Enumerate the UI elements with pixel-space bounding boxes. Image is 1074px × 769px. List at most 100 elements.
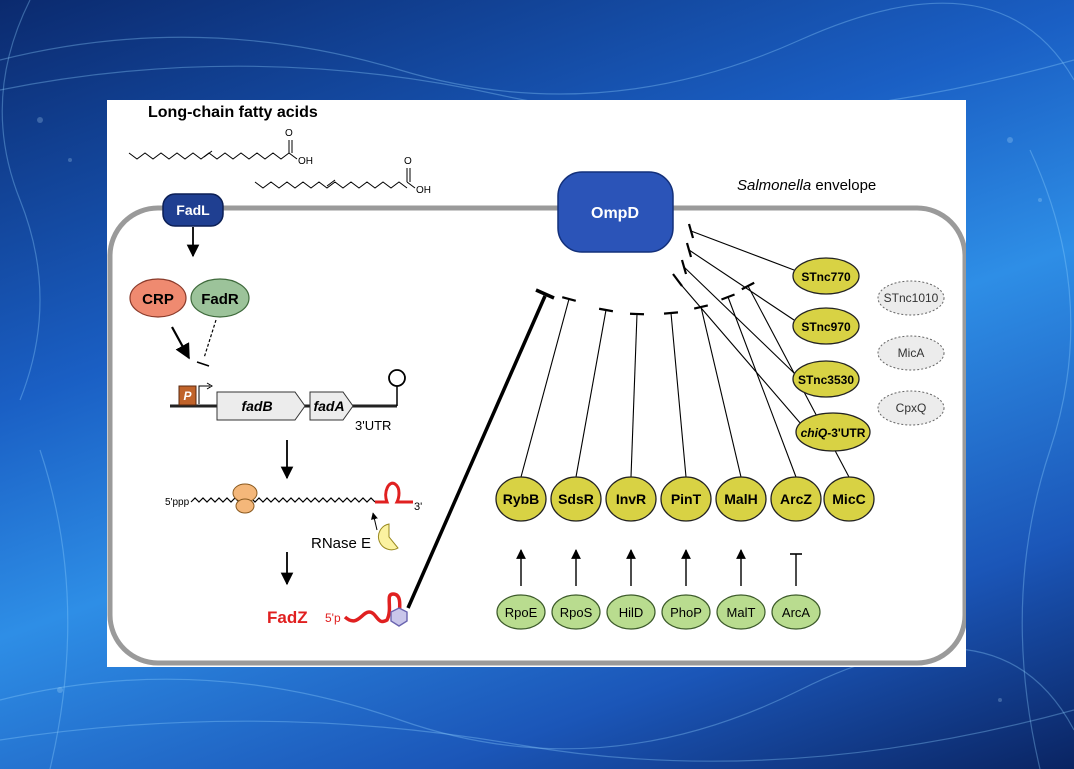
repression-line-arcz <box>727 296 797 478</box>
rnase-e-icon <box>377 523 399 551</box>
fadr-label: FadR <box>201 291 239 308</box>
repression-bar-invr <box>629 312 645 316</box>
envelope-label: Salmonella envelope <box>737 177 876 194</box>
inactive-srna-label-mica: MicA <box>898 346 925 360</box>
fad-operon: P fadB fadA 3'UTR <box>170 369 406 433</box>
factor-label-malt: MalT <box>727 605 756 620</box>
inactive-srna-label-cpxq: CpxQ <box>896 401 927 415</box>
repression-line-stnc3530 <box>683 266 795 374</box>
fada-label: fadA <box>313 398 344 414</box>
diagram-panel: Long-chain fatty acids O OH O OH Salmone… <box>107 100 966 667</box>
repression-bar-malh <box>693 304 709 310</box>
srna-stnc3530 <box>792 360 860 398</box>
repression-bar <box>685 242 693 258</box>
crp-activation-arrow <box>171 326 190 360</box>
repression-bar-sdsr <box>598 307 614 313</box>
fadl-label: FadL <box>176 202 210 218</box>
srna-repression-lines <box>520 223 850 478</box>
repression-line-sdsr <box>575 309 607 478</box>
title: Long-chain fatty acids <box>148 104 318 121</box>
inactive-srna-stnc1010 <box>877 280 945 316</box>
promoter-label: P <box>183 389 192 403</box>
repression-bar-pint <box>663 311 679 315</box>
oxygen-label: O <box>285 128 293 139</box>
factor-hild <box>606 594 656 630</box>
srna-sdsr <box>550 476 602 522</box>
repression-line-malh <box>700 306 742 478</box>
mrna-three-prime-label: 3' <box>414 501 422 513</box>
fadr-repression-line <box>203 319 217 359</box>
hydroxyl-label: OH <box>416 185 431 196</box>
srna-label-stnc970: STnc970 <box>801 320 851 334</box>
rnase-cleavage-arrow <box>371 512 378 531</box>
mrna-five-prime-label: 5'ppp <box>165 497 190 508</box>
fada-gene <box>309 391 354 421</box>
repression-line-chiq <box>676 279 802 425</box>
hydroxyl-label: OH <box>298 156 313 167</box>
crp-regulator <box>129 278 187 318</box>
cell-envelope <box>107 205 966 666</box>
repression-line-rybb <box>520 298 570 478</box>
srna-stnc770 <box>792 257 860 295</box>
repression-line-stnc970 <box>688 249 795 321</box>
fadz-regulation-diagram: Long-chain fatty acids O OH O OH Salmone… <box>107 104 966 666</box>
repression-line-stnc770 <box>690 230 795 271</box>
srna-label-stnc770: STnc770 <box>801 270 851 284</box>
srna-label-malh: MalH <box>724 491 757 507</box>
srna-label-chiq-3utr: chiQ-3'UTR <box>801 426 866 440</box>
factor-label-arca: ArcA <box>782 605 811 620</box>
srna-malh <box>715 476 767 522</box>
repression-line-invr <box>630 313 638 478</box>
repression-bar-micc <box>741 281 755 291</box>
fadz-five-prime-label: 5'p <box>325 611 341 625</box>
srna-label-invr: InvR <box>616 491 646 507</box>
promoter-box <box>178 385 197 406</box>
srna-micc <box>823 476 875 522</box>
srna-label-arcz: ArcZ <box>780 491 812 507</box>
srna-label-pint: PinT <box>671 491 702 507</box>
hfq-icon <box>390 607 408 627</box>
fadz-srna <box>343 592 402 624</box>
fatty-acid-1: O OH <box>128 128 313 167</box>
srna-arcz <box>770 476 822 522</box>
factor-label-phop: PhoP <box>670 605 702 620</box>
utr-label: 3'UTR <box>355 418 391 433</box>
rnase-label: RNase E <box>311 535 371 552</box>
srna-label-stnc3530: STnc3530 <box>798 373 854 387</box>
repression-bar-rybb <box>561 296 577 302</box>
factor-phop <box>661 594 711 630</box>
factor-malt <box>716 594 766 630</box>
fadl-transporter <box>162 193 224 227</box>
factor-label-hild: HilD <box>619 605 644 620</box>
fadr-regulator <box>190 278 250 318</box>
factor-rpos <box>551 594 601 630</box>
fadz-repression-line <box>406 295 547 609</box>
srna-label-sdsr: SdsR <box>558 491 594 507</box>
srna-stnc970 <box>792 307 860 345</box>
factor-rpoe <box>496 594 546 630</box>
repression-bar <box>672 273 683 287</box>
inactive-srna-mica <box>877 335 945 371</box>
repression-line-pint <box>670 312 687 478</box>
repression-bar <box>680 259 688 275</box>
srna-pint <box>660 476 712 522</box>
upstream-factor-row: RpoE RpoS HilD PhoP MalT ArcA <box>496 549 821 630</box>
factor-arca <box>771 594 821 630</box>
repression-bar <box>687 223 695 239</box>
srna-label-micc: MicC <box>832 491 865 507</box>
crp-label: CRP <box>142 291 174 308</box>
srna-chiq-3utr <box>795 412 871 452</box>
ompd-label: OmpD <box>591 205 639 222</box>
factor-label-rpoe: RpoE <box>505 605 538 620</box>
ompd-protein <box>557 171 674 253</box>
factor-label-rpos: RpoS <box>560 605 593 620</box>
fatty-acid-2: O OH <box>254 156 431 196</box>
fadb-label: fadB <box>241 398 272 414</box>
fad-mrna: 5'ppp 3' <box>165 481 422 514</box>
oxygen-label: O <box>404 156 412 167</box>
fadb-gene <box>216 391 306 421</box>
